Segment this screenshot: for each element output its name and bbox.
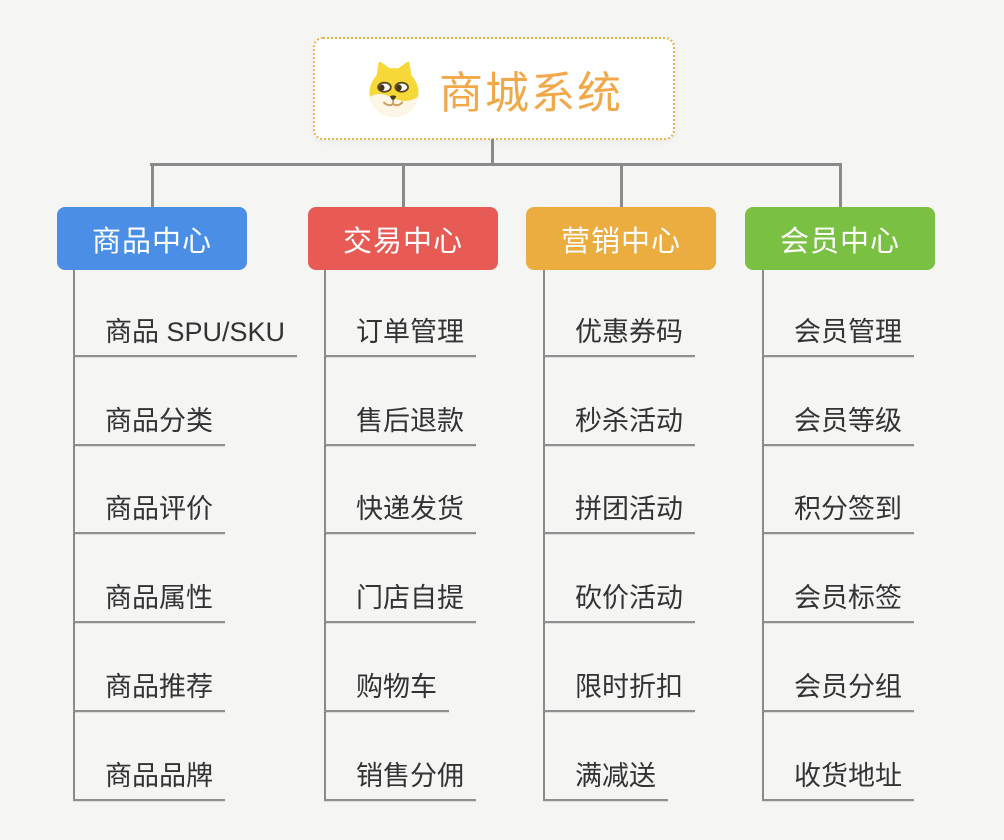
leaf-node[interactable]: 商品评价 (73, 488, 225, 534)
leaf-node[interactable]: 秒杀活动 (543, 400, 695, 446)
leaf-node[interactable]: 收货地址 (762, 755, 914, 801)
branch-label: 商品中心 (91, 225, 212, 258)
connector-branch-drop (401, 163, 405, 208)
connector-branch-drop (150, 163, 154, 208)
doge-icon (365, 60, 423, 118)
leaf-node[interactable]: 商品品牌 (73, 755, 225, 801)
leaf-node[interactable]: 订单管理 (324, 311, 476, 357)
leaf-node[interactable]: 商品推荐 (73, 666, 225, 712)
leaf-node[interactable]: 限时折扣 (543, 666, 695, 712)
leaf-node[interactable]: 会员分组 (762, 666, 914, 712)
leaf-node[interactable]: 拼团活动 (543, 488, 695, 534)
leaf-node[interactable]: 购物车 (324, 666, 449, 712)
branch-node[interactable]: 商品中心 (57, 207, 247, 270)
leaf-node[interactable]: 积分签到 (762, 488, 914, 534)
branch-node[interactable]: 会员中心 (745, 207, 935, 270)
leaf-node[interactable]: 优惠券码 (543, 311, 695, 357)
leaf-node[interactable]: 会员标签 (762, 577, 914, 623)
connector-branch-drop (619, 163, 623, 208)
branch-node[interactable]: 营销中心 (526, 207, 716, 270)
leaf-node[interactable]: 售后退款 (324, 400, 476, 446)
connector-branch-drop (838, 163, 842, 208)
branch-label: 营销中心 (560, 225, 681, 258)
connector-column-line (324, 270, 326, 801)
connector-root-drop (491, 139, 494, 166)
branch-label: 交易中心 (342, 225, 463, 258)
connector-column-line (73, 270, 75, 801)
leaf-node[interactable]: 商品属性 (73, 577, 225, 623)
leaf-node[interactable]: 快递发货 (324, 488, 476, 534)
leaf-node[interactable]: 门店自提 (324, 577, 476, 623)
root-title: 商城系统 (439, 68, 623, 118)
leaf-node[interactable]: 会员管理 (762, 311, 914, 357)
leaf-node[interactable]: 销售分佣 (324, 755, 476, 801)
branch-node[interactable]: 交易中心 (308, 207, 498, 270)
leaf-node[interactable]: 商品 SPU/SKU (73, 311, 298, 357)
branch-label: 会员中心 (779, 225, 900, 258)
leaf-node[interactable]: 砍价活动 (543, 577, 695, 623)
leaf-node[interactable]: 商品分类 (73, 400, 225, 446)
root-node[interactable]: 商城系统 (313, 37, 675, 140)
connector-column-line (762, 270, 764, 801)
connector-bus (150, 163, 841, 166)
leaf-node[interactable]: 会员等级 (762, 400, 914, 446)
connector-column-line (543, 270, 545, 801)
leaf-node[interactable]: 满减送 (543, 755, 668, 801)
